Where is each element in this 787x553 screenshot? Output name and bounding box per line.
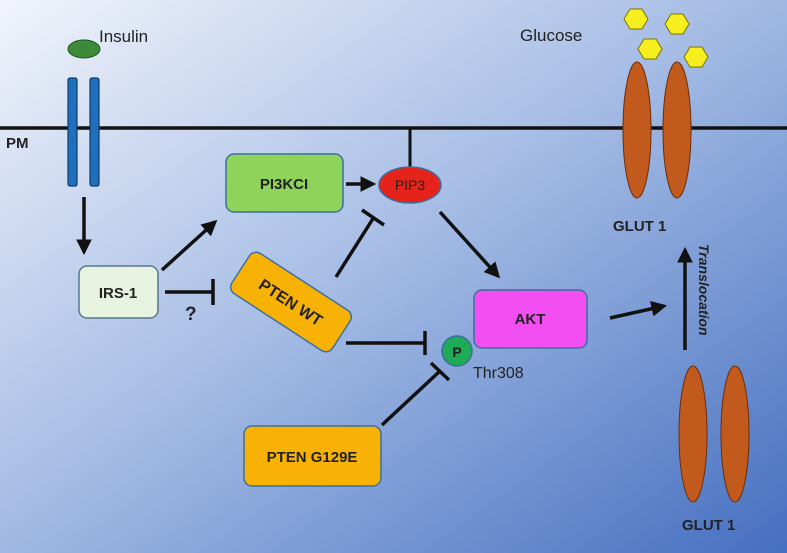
pten-g129e-label: PTEN G129E	[267, 449, 358, 466]
phospho-site	[441, 335, 473, 367]
pi3kci-label: PI3KCI	[260, 176, 308, 193]
pten-inhibits-pip3-bar	[361, 208, 385, 227]
akt-box	[473, 289, 588, 349]
glut1-membrane	[622, 61, 692, 199]
insulin-receptor	[67, 77, 100, 187]
glut1-bottom-label: GLUT 1	[682, 517, 735, 534]
pathway-connectors	[76, 176, 668, 427]
insulin-ligand	[67, 39, 101, 59]
akt-label: AKT	[515, 311, 546, 328]
irs1-label: IRS-1	[99, 285, 137, 302]
thr308-label: Thr308	[473, 365, 524, 382]
insulin-label: Insulin	[99, 27, 148, 46]
glut1-vesicle	[678, 365, 750, 503]
pi3kci-box	[225, 153, 344, 213]
phospho-label: P	[452, 344, 461, 360]
pm-label: PM	[6, 135, 29, 152]
glucose-label: Glucose	[520, 26, 582, 45]
pten-g129e-box	[243, 425, 382, 487]
irs1-to-pi3kci-arrow	[160, 219, 218, 272]
glucose-molecules	[623, 8, 709, 68]
glucose-hexagon	[683, 46, 709, 68]
g129e-inhibits-p-line	[380, 369, 442, 427]
pip3-to-akt-arrow	[438, 210, 501, 279]
glut1-top-label: GLUT 1	[613, 218, 666, 235]
translocation-label: Translocation	[696, 244, 712, 336]
pip3-node	[378, 166, 442, 204]
pten-inhibits-pip3-line	[334, 216, 376, 278]
glucose-hexagon	[664, 13, 690, 35]
akt-to-translocation-arrow	[609, 301, 668, 320]
irs1-box	[78, 265, 159, 319]
g129e-inhibits-p-bar	[429, 361, 451, 382]
pip3-label: PIP3	[395, 177, 426, 193]
question-mark: ?	[185, 304, 197, 325]
glucose-hexagon	[637, 38, 663, 60]
glucose-hexagon	[623, 8, 649, 30]
